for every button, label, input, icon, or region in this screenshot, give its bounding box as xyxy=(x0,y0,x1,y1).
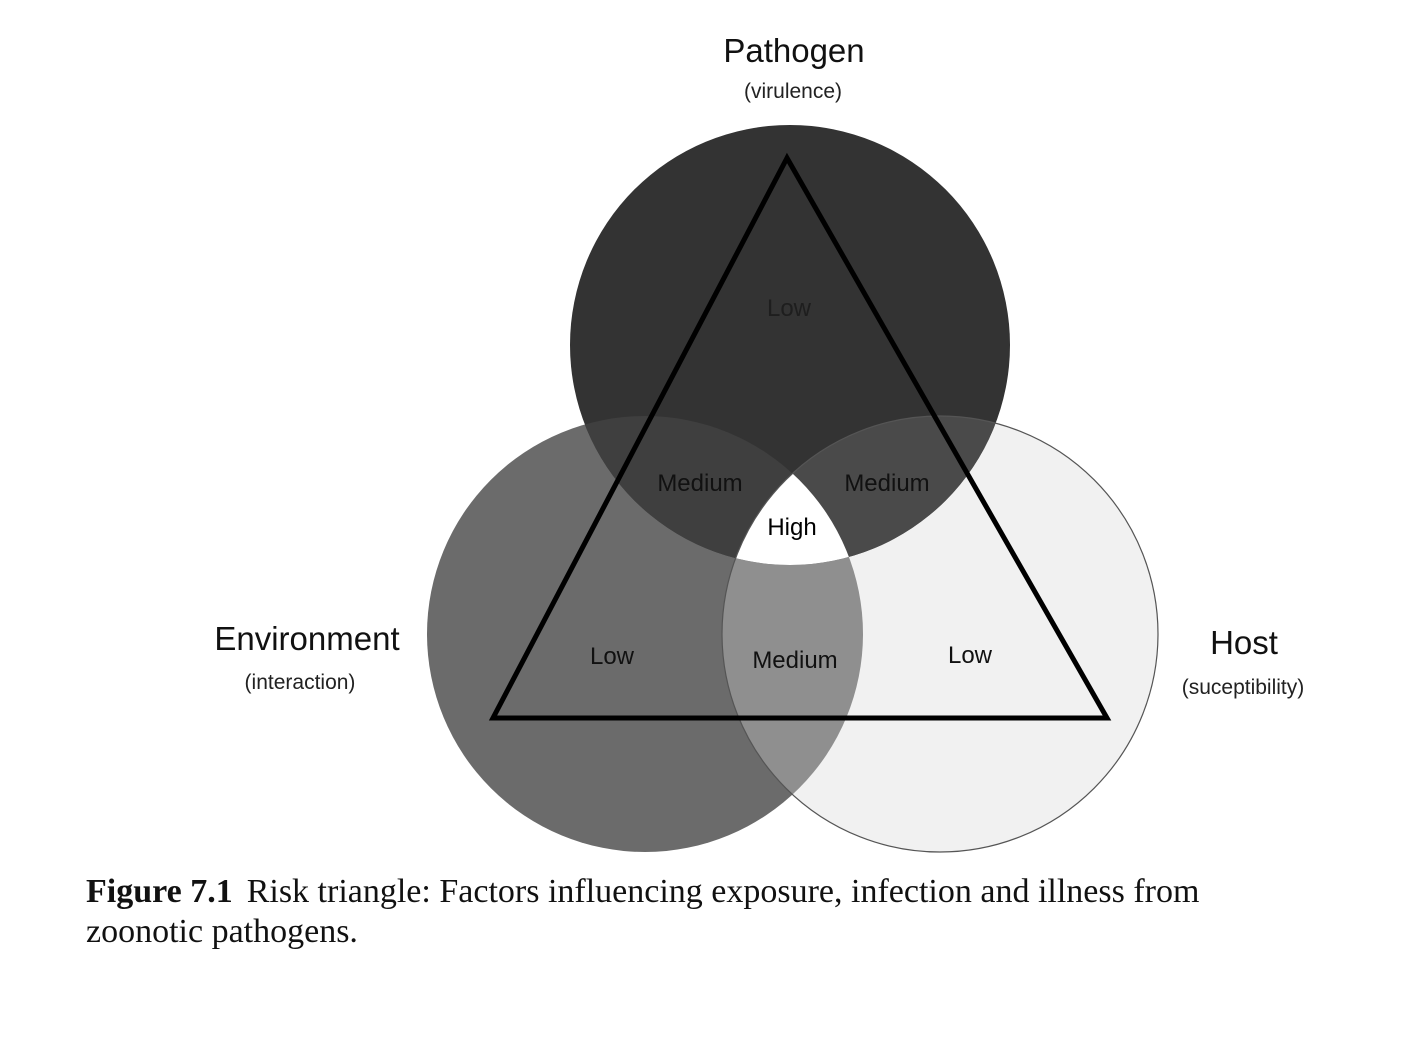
figure-caption-text: Risk triangle: Factors influencing expos… xyxy=(86,873,1200,950)
environment-subtitle: (interaction) xyxy=(245,671,356,694)
region-label-host: Low xyxy=(948,642,993,669)
pathogen-subtitle: (virulence) xyxy=(744,80,842,103)
region-label-environment-host: Medium xyxy=(752,647,837,674)
region-label-center: High xyxy=(767,514,816,541)
risk-triangle-diagram: Low Medium Medium High Low Medium Low Pa… xyxy=(214,32,1305,853)
environment-title: Environment xyxy=(214,620,399,657)
region-label-environment: Low xyxy=(590,643,635,670)
risk-triangle xyxy=(488,152,1112,721)
pathogen-title: Pathogen xyxy=(723,32,864,69)
host-subtitle: (suceptibility) xyxy=(1182,676,1305,699)
region-label-pathogen-environment: Medium xyxy=(657,470,742,497)
host-title: Host xyxy=(1210,624,1278,661)
figure-number: Figure 7.1 xyxy=(86,873,233,910)
host-circle-outline xyxy=(721,415,1159,853)
region-label-pathogen-host: Medium xyxy=(844,470,929,497)
center-overlap xyxy=(722,416,863,565)
region-label-pathogen: Low xyxy=(767,295,812,322)
